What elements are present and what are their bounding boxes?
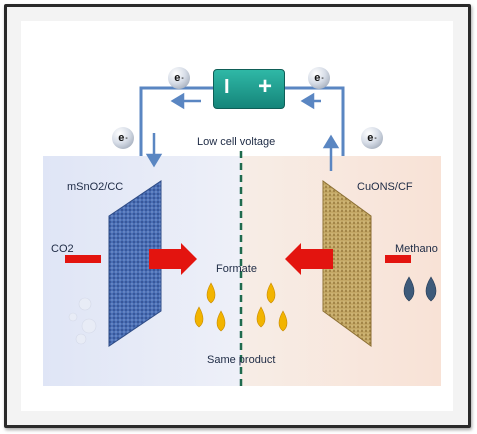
co2-label: CO2 [51, 243, 74, 255]
electrolysis-diagram [43, 86, 441, 386]
electron-badge-right: e- [361, 127, 383, 149]
power-supply: I + [213, 69, 285, 109]
formate-droplets [194, 282, 288, 332]
battery-plus-symbol: + [258, 73, 273, 100]
figure-canvas: I + e- e- e- e- Low cell voltage mSnO2/C… [21, 21, 453, 411]
battery-minus-symbol: I [224, 76, 230, 98]
right-inflow-arrow [285, 243, 333, 275]
right-electrode-label: CuONS/CF [357, 181, 413, 193]
electron-badge-top-left: e- [168, 67, 190, 89]
methanol-label: Methano [395, 243, 438, 255]
reactant-arrows [65, 243, 411, 275]
left-inflow-arrow [149, 243, 197, 275]
formate-label: Formate [216, 263, 257, 275]
same-product-label: Same product [207, 354, 276, 366]
left-electrode [108, 180, 162, 347]
figure-frame: I + e- e- e- e- Low cell voltage mSnO2/C… [4, 4, 471, 428]
left-electrode-label: mSnO2/CC [67, 181, 124, 193]
voltage-label: Low cell voltage [197, 136, 276, 148]
electron-flow-arrows [145, 92, 340, 171]
methanol-drops [403, 276, 437, 302]
external-circuit [139, 86, 345, 156]
electron-badge-left: e- [112, 127, 134, 149]
electron-badge-top-right: e- [308, 67, 330, 89]
co2-bubbles [68, 297, 97, 345]
